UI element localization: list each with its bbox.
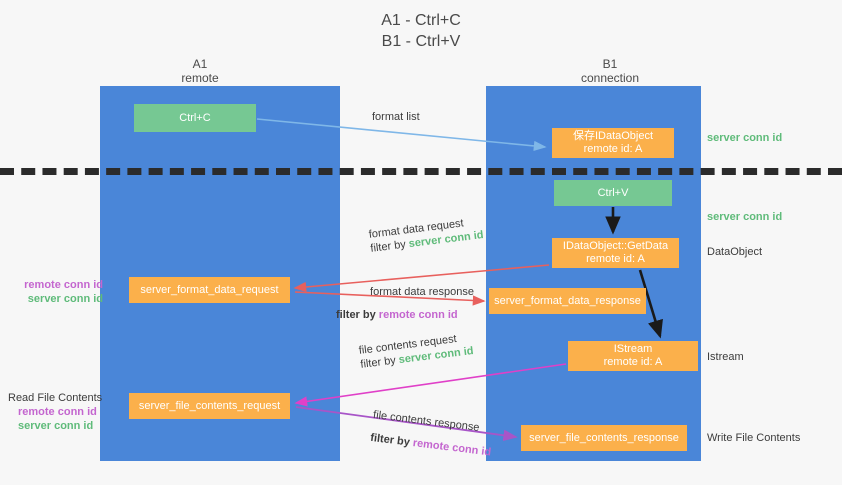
- box-server-file-contents-response-label: server_file_contents_response: [529, 431, 679, 444]
- filter-remote-conn-id-1: remote conn id: [378, 309, 458, 321]
- label-server-conn-id-top: server conn id: [707, 132, 783, 144]
- label-format-data-response: format data response filter by remote co…: [336, 285, 508, 322]
- box-save-idataobject-line1: 保存IDataObject: [572, 130, 654, 142]
- label-format-data-response-text: format data response: [370, 286, 474, 298]
- box-istream-line1: IStream: [613, 343, 653, 355]
- label-remote-conn-id-1: remote conn id: [24, 279, 103, 291]
- label-format-list: format list: [372, 111, 420, 123]
- box-server-format-data-response[interactable]: server_format_data_response: [489, 288, 646, 314]
- label-file-contents-request: file contents request filter by server c…: [358, 330, 474, 372]
- label-write-file-contents: Write File Contents: [707, 432, 801, 444]
- column-b1-sub: connection: [580, 71, 640, 85]
- box-server-format-data-request[interactable]: server_format_data_request: [129, 277, 290, 303]
- box-server-file-contents-request[interactable]: server_file_contents_request: [129, 393, 290, 419]
- box-ctrl-c[interactable]: Ctrl+C: [134, 104, 256, 132]
- box-istream[interactable]: IStream remote id: A: [568, 341, 698, 371]
- label-server-conn-id-1: server conn id: [27, 293, 103, 305]
- column-a1-sub: remote: [181, 71, 219, 85]
- page-title: A1 - Ctrl+C B1 - Ctrl+V: [0, 10, 842, 52]
- box-istream-line2: remote id: A: [603, 356, 663, 368]
- label-dataobject: DataObject: [707, 246, 763, 258]
- column-header-a1: A1 remote: [120, 57, 280, 85]
- label-conn-ids-format: remote conn id server conn id: [8, 278, 103, 306]
- title-line-2: B1 - Ctrl+V: [381, 33, 461, 50]
- phase-divider: [0, 168, 842, 175]
- box-idataobject-getdata[interactable]: IDataObject::GetData remote id: A: [552, 238, 679, 268]
- label-read-file-contents: Read File Contents: [8, 392, 103, 404]
- box-save-idataobject-line2: remote id: A: [583, 143, 643, 155]
- box-save-idataobject[interactable]: 保存IDataObject remote id: A: [552, 128, 674, 158]
- box-server-format-data-response-label: server_format_data_response: [494, 294, 641, 307]
- box-server-format-data-request-label: server_format_data_request: [140, 283, 279, 296]
- label-format-data-request: format data request filter by server con…: [368, 214, 484, 256]
- label-server-conn-id-2: server conn id: [18, 420, 94, 432]
- box-getdata-line2: remote id: A: [586, 253, 645, 265]
- filter-by-text-3: filter by: [359, 354, 400, 371]
- box-server-file-contents-request-label: server_file_contents_request: [138, 399, 281, 412]
- label-remote-conn-id-2: remote conn id: [18, 406, 97, 418]
- box-ctrl-c-label: Ctrl+C: [179, 111, 211, 124]
- label-format-data-response-filter: filter by remote conn id: [336, 308, 508, 322]
- filter-by-text-1: filter by: [369, 238, 410, 255]
- filter-by-text-2: filter by: [336, 309, 379, 321]
- filter-remote-conn-id-2: remote conn id: [412, 437, 492, 459]
- box-getdata-line1: IDataObject::GetData: [562, 240, 669, 252]
- column-header-b1: B1 connection: [520, 57, 700, 85]
- filter-by-text-4: filter by: [369, 431, 414, 449]
- label-file-contents-response: file contents response filter by remote …: [369, 408, 494, 460]
- label-istream: Istream: [707, 351, 744, 363]
- box-ctrl-v-label: Ctrl+V: [597, 186, 629, 199]
- box-ctrl-v[interactable]: Ctrl+V: [554, 180, 672, 206]
- label-server-conn-id-mid: server conn id: [707, 211, 783, 223]
- column-b1-name: B1: [602, 57, 618, 71]
- label-file-contents-response-filter: filter by remote conn id: [369, 431, 492, 460]
- label-read-file-contents-group: Read File Contents remote conn id server…: [8, 391, 118, 433]
- box-server-file-contents-response[interactable]: server_file_contents_response: [521, 425, 687, 451]
- column-a1-name: A1: [192, 57, 208, 71]
- title-line-1: A1 - Ctrl+C: [381, 12, 461, 29]
